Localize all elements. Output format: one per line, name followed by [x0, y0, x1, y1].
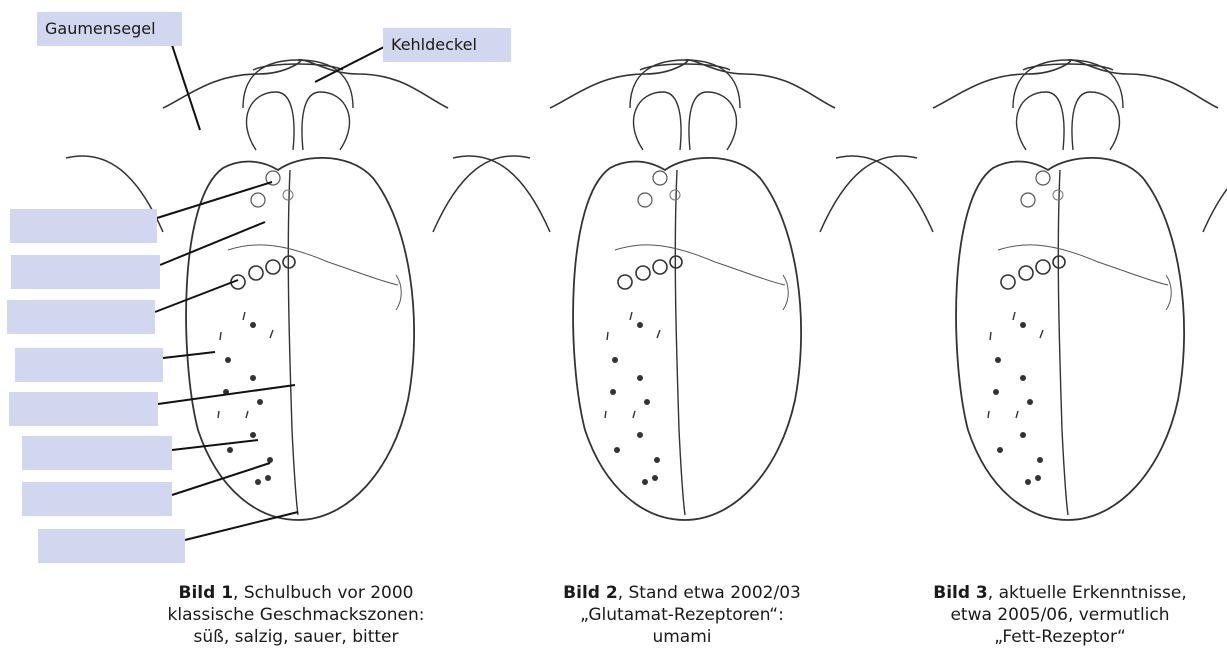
caption-bild-3: Bild 3, aktuelle Erkenntnisse, etwa 2005…: [900, 582, 1220, 648]
caption-line1: , Schulbuch vor 2000: [233, 583, 413, 603]
label-kehldeckel: Kehldeckel: [383, 28, 511, 62]
caption-bild-1: Bild 1, Schulbuch vor 2000 klassische Ge…: [136, 582, 456, 648]
caption-line3: süß, salzig, sauer, bitter: [136, 626, 456, 648]
empty-label-box: [7, 300, 155, 334]
empty-label-box: [38, 529, 185, 563]
caption-title: Bild 3: [933, 583, 988, 603]
empty-label-box: [11, 255, 160, 289]
caption-line2: etwa 2005/06, vermutlich: [900, 604, 1220, 626]
caption-title: Bild 1: [179, 583, 234, 603]
caption-title: Bild 2: [563, 583, 618, 603]
label-gaumensegel: Gaumensegel: [37, 12, 182, 46]
caption-line3: umami: [522, 626, 842, 648]
caption-line2: „Glutamat-Rezeptoren“:: [522, 604, 842, 626]
caption-line1: , Stand etwa 2002/03: [618, 583, 801, 603]
caption-line1: , aktuelle Erkenntnisse,: [988, 583, 1187, 603]
caption-line3: „Fett-Rezeptor“: [900, 626, 1220, 648]
empty-label-box: [22, 436, 172, 470]
caption-line2: klassische Geschmackszonen:: [136, 604, 456, 626]
empty-label-box: [9, 392, 158, 426]
empty-label-box: [15, 348, 163, 382]
caption-bild-2: Bild 2, Stand etwa 2002/03 „Glutamat-Rez…: [522, 582, 842, 648]
empty-label-box: [10, 209, 157, 243]
empty-label-box: [22, 482, 172, 516]
